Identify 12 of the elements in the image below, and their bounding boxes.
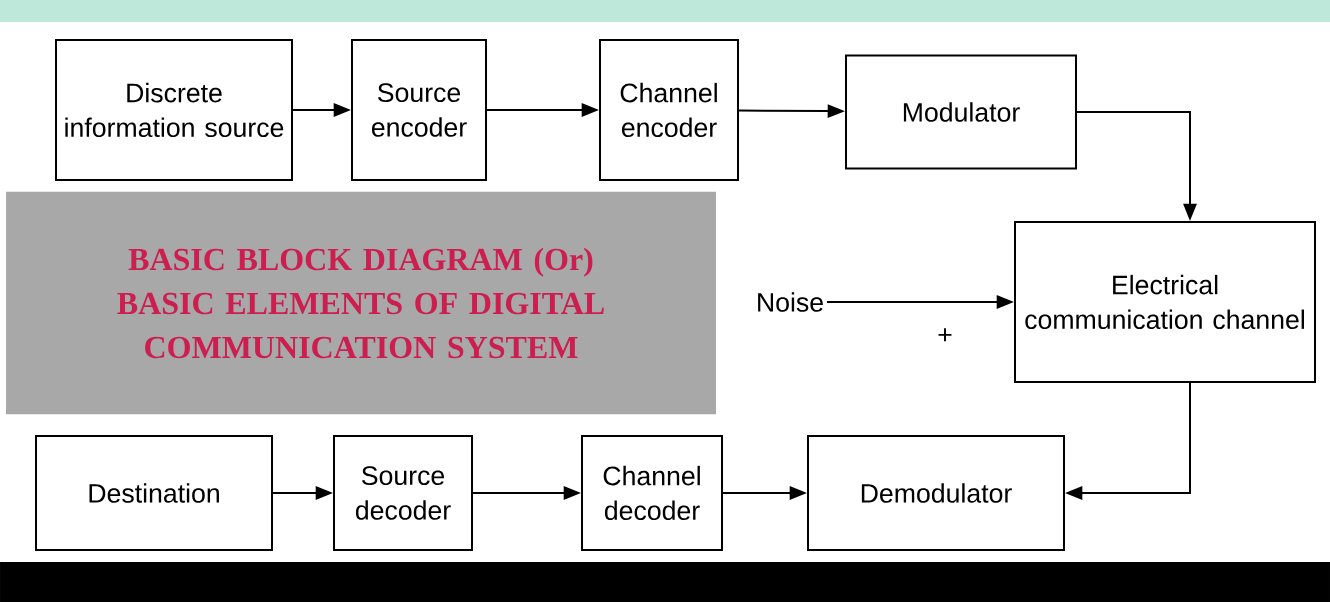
block-box: Source encoder <box>351 39 487 181</box>
block-box: Demodulator <box>807 435 1065 551</box>
block-box: Modulator <box>845 54 1077 170</box>
block-box: Electrical communication channel <box>1014 221 1316 383</box>
block-box: Discrete information source <box>55 39 293 181</box>
plus-sign: + <box>938 328 952 342</box>
block-box: Channel decoder <box>581 435 723 551</box>
noise-label: Noise <box>758 292 823 312</box>
title-banner: BASIC BLOCK DIAGRAM (Or) BASIC ELEMENTS OF DIGITAL COMMUNICATION SYSTEM <box>6 191 716 415</box>
block-box: Channel encoder <box>599 39 739 181</box>
block-box: Destination <box>35 435 273 551</box>
block-box: Source decoder <box>333 435 473 551</box>
